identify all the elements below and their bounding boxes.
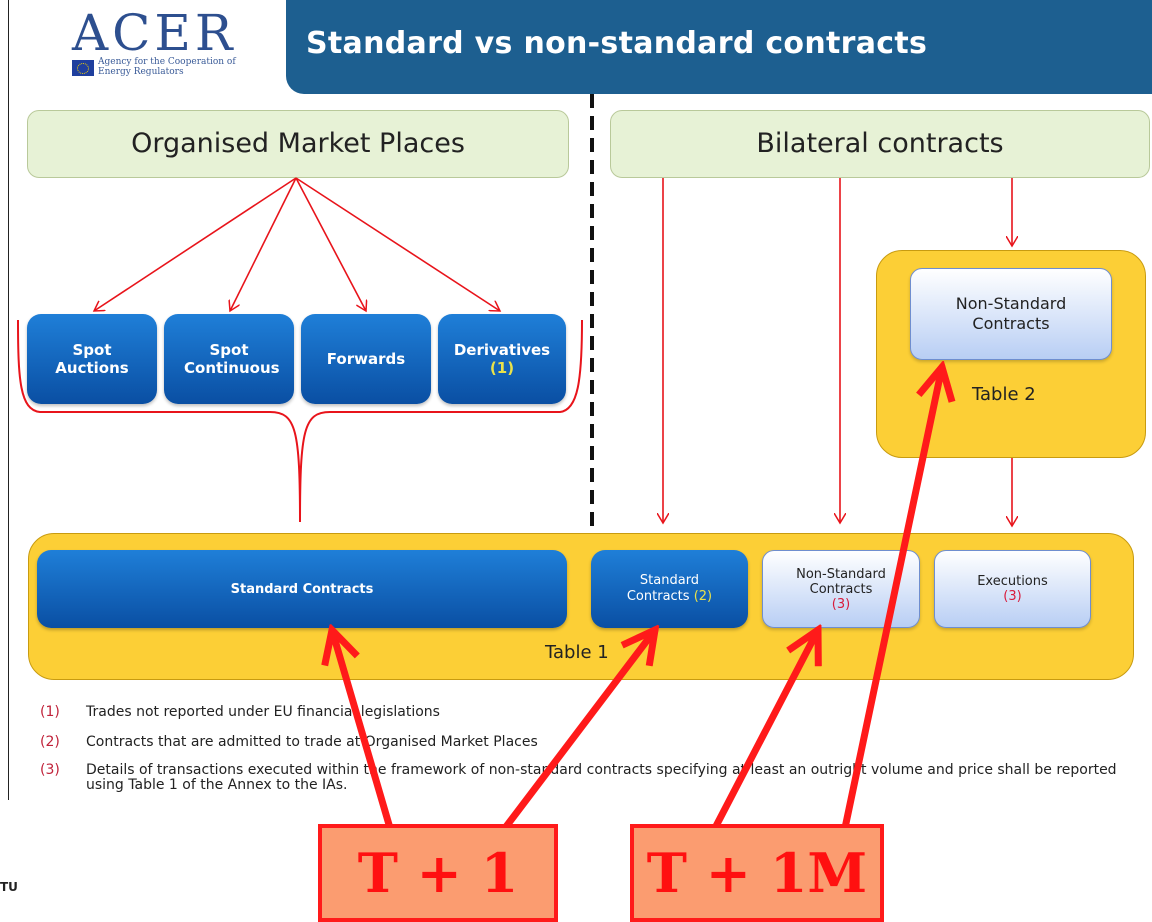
executions-label: Executions (977, 574, 1048, 589)
footnote-2: (2) Contracts that are admitted to trade… (40, 735, 1140, 751)
spot-continuous-box: Spot Continuous (164, 314, 294, 404)
non-standard-contracts-label: Non-Standard Contracts (796, 566, 886, 597)
big-arrow-t1-standard-2 (501, 630, 655, 832)
derivatives-note: (1) (489, 359, 515, 377)
big-arrow-t1m-table2 (841, 367, 942, 832)
standard-contracts-2-note: (2) (693, 589, 713, 604)
executions-box: Executions (3) (934, 550, 1091, 628)
big-arrow-t1-standard (332, 630, 394, 832)
forwards-label: Forwards (326, 350, 406, 368)
executions-note: (3) (1003, 589, 1022, 604)
footnote-3-number: (3) (40, 762, 60, 778)
footer-text: TU (0, 880, 18, 894)
non-standard-contracts-note: (3) (831, 596, 851, 612)
footnote-1-number: (1) (40, 704, 60, 720)
page-title: Standard vs non-standard contracts (306, 26, 928, 61)
derivatives-box: Derivatives (1) (438, 314, 566, 404)
organised-arrows (94, 177, 500, 311)
forwards-box: Forwards (301, 314, 431, 404)
deadline-t1m-box: T + 1M (630, 824, 884, 922)
standard-contracts-2-label: Standard Contracts (626, 573, 700, 604)
footnote-2-text: Contracts that are admitted to trade at … (86, 734, 538, 750)
title-bar: Standard vs non-standard contracts (286, 0, 1152, 94)
arrow-to-spot-auctions (94, 177, 297, 311)
spot-auctions-box: Spot Auctions (27, 314, 157, 404)
organised-market-places-box: Organised Market Places (27, 110, 569, 178)
arrow-to-forwards (295, 177, 366, 311)
spot-auctions-label: Spot Auctions (55, 341, 129, 377)
deadline-arrows (332, 367, 942, 832)
standard-contracts-2-box: Standard Contracts (2) (591, 550, 748, 628)
eu-flag-icon (72, 60, 94, 76)
standard-contracts-box: Standard Contracts (37, 550, 567, 628)
standard-contracts-label: Standard Contracts (230, 581, 374, 597)
table2-non-standard-box: Non-Standard Contracts (910, 268, 1112, 360)
acer-logo: ACER (72, 4, 237, 62)
deadline-t1-label: T + 1 (357, 841, 519, 905)
footnote-2-number: (2) (40, 734, 60, 750)
arrow-to-derivatives (295, 177, 500, 311)
table2-non-standard-label: Non-Standard Contracts (955, 294, 1067, 333)
logo-subtitle: Agency for the Cooperation of Energy Reg… (98, 57, 236, 77)
table1-label: Table 1 (545, 642, 609, 663)
non-standard-contracts-box: Non-Standard Contracts (3) (762, 550, 920, 628)
market-bracket (17, 319, 583, 523)
bilateral-arrows (663, 178, 1012, 526)
table2-label: Table 2 (972, 384, 1036, 405)
derivatives-label: Derivatives (453, 341, 551, 359)
bilateral-contracts-box: Bilateral contracts (610, 110, 1150, 178)
left-border-line (8, 0, 9, 800)
deadline-t1-box: T + 1 (318, 824, 558, 922)
big-arrow-t1m-non-standard (711, 630, 818, 832)
spot-continuous-label: Spot Continuous (184, 341, 280, 377)
standard-contracts-2-text: Standard Contracts (2) (610, 573, 730, 605)
arrow-to-spot-continuous (230, 177, 297, 311)
deadline-t1m-label: T + 1M (646, 841, 868, 905)
